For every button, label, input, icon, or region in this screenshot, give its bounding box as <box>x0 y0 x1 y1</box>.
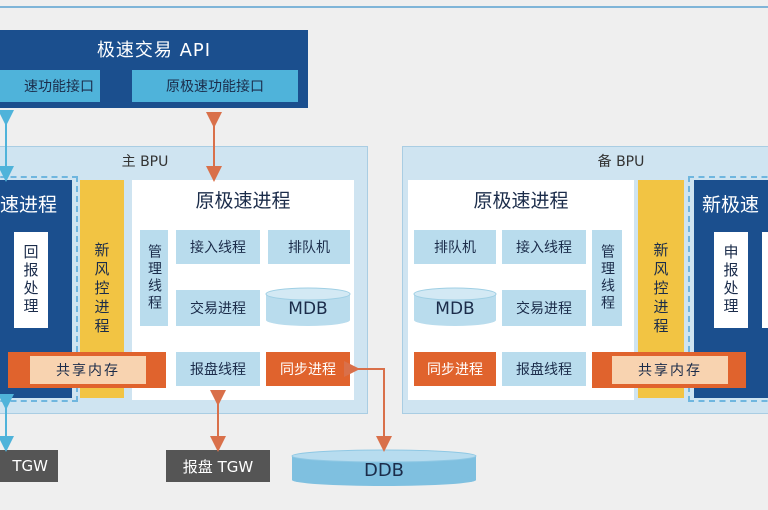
backup-new-process-frame <box>688 176 768 402</box>
backup-partial-box <box>762 232 768 328</box>
main-trade-process-box: 交易进程 <box>176 290 260 326</box>
top-rule <box>0 6 768 8</box>
main-access-thread-box: 接入线程 <box>176 230 260 264</box>
backup-trade-process-box: 交易进程 <box>502 290 586 326</box>
backup-mdb-label: MDB <box>435 299 475 319</box>
main-new-process-frame <box>0 176 78 402</box>
main-report-thread-box: 报盘线程 <box>176 352 260 386</box>
backup-new-process-title: 新极速 <box>702 193 760 216</box>
backup-orig-process-title: 原极速进程 <box>473 189 569 212</box>
orig-api-function-interface-button[interactable]: 原极速功能接口 <box>132 70 298 102</box>
report-tgw-box: 报盘 TGW <box>166 450 270 482</box>
main-shared-memory-box: 共享内存 <box>30 356 146 384</box>
main-bpu-label: 主 BPU <box>121 154 169 170</box>
backup-bpu-label: 备 BPU <box>597 154 645 170</box>
backup-mgmt-thread-box: 管理线程 <box>592 230 622 326</box>
main-queue-box: 排队机 <box>268 230 350 264</box>
backup-sync-process-box: 同步进程 <box>414 352 496 386</box>
main-report-handling-box: 回报处理 <box>14 232 48 328</box>
backup-access-thread-box: 接入线程 <box>502 230 586 264</box>
backup-report-thread-box: 报盘线程 <box>502 352 586 386</box>
main-sync-process-box: 同步进程 <box>266 352 350 386</box>
tgw-box: TGW <box>0 450 58 482</box>
ddb-label: DDB <box>363 459 405 481</box>
main-mgmt-thread-box: 管理线程 <box>140 230 168 326</box>
main-new-process-title: 速进程 <box>0 193 58 216</box>
main-mdb-label: MDB <box>288 299 328 319</box>
backup-report-handling-box: 申报处理 <box>714 232 748 328</box>
api-title: 极速交易 API <box>96 40 212 61</box>
backup-queue-box: 排队机 <box>414 230 496 264</box>
api-function-interface-button[interactable]: 速功能接口 <box>0 70 100 102</box>
main-orig-process-title: 原极速进程 <box>195 189 291 212</box>
backup-shared-memory-box: 共享内存 <box>612 356 728 384</box>
